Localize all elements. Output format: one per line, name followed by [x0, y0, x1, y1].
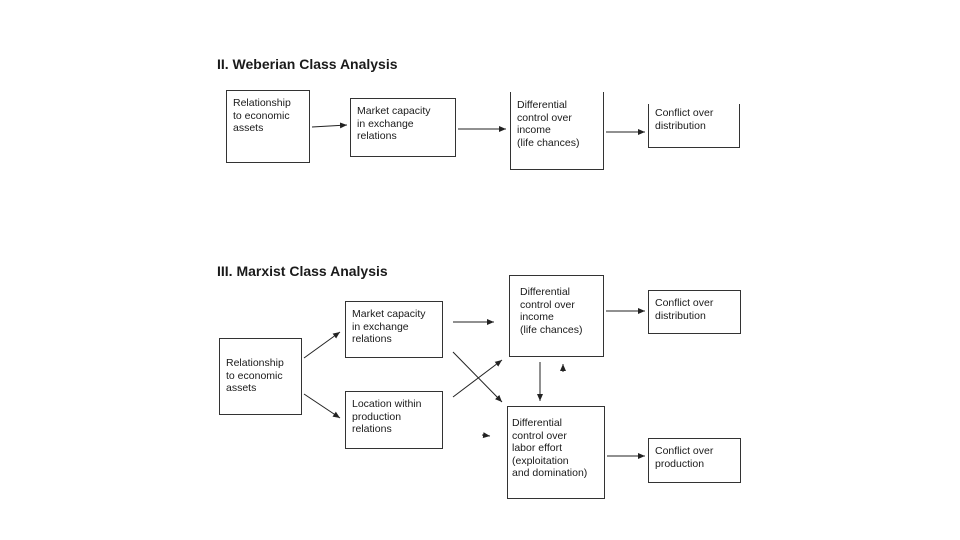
box-text-line: assets — [233, 122, 264, 134]
box-text-line: production — [655, 457, 705, 470]
marxist-conflict-production-box: Conflict over production — [648, 438, 741, 483]
box-text-line: and domination) — [512, 467, 588, 479]
box-text-line: control over — [517, 111, 572, 124]
marxist-market-capacity-box: Market capacity in exchange relations — [345, 301, 443, 358]
box-text-line: Conflict over — [655, 445, 714, 457]
box-text-line: Differential — [520, 286, 570, 298]
arrow-location-to-labor — [481, 432, 491, 439]
box-text-line: to economic — [226, 369, 283, 382]
weberian-market-capacity-box: Market capacity in exchange relations — [350, 98, 456, 157]
box-text-line: Market capacity — [357, 105, 431, 117]
arrow-relationship-to-market — [311, 122, 348, 129]
arrow-market-to-labor — [452, 351, 503, 403]
box-text-line: production — [352, 410, 402, 423]
box-text-line: relations — [352, 423, 392, 435]
box-text-line: to economic — [233, 109, 290, 122]
marxist-labor-effort-box: Differential control over labor effort (… — [507, 406, 605, 499]
marxist-location-box: Location within production relations — [345, 391, 443, 449]
box-text-line: income — [517, 124, 551, 136]
arrow-relationship-to-location — [303, 393, 341, 419]
weberian-income-box: Differential control over income (life c… — [510, 92, 604, 170]
box-text-line: distribution — [655, 119, 706, 132]
marxist-section-title: III. Marxist Class Analysis — [217, 263, 388, 279]
box-text-line: control over — [512, 429, 567, 442]
box-text-line: relations — [352, 333, 392, 345]
arrow-relationship-to-market — [303, 331, 341, 359]
arrow-location-to-income — [452, 359, 503, 398]
box-text-line: Market capacity — [352, 308, 426, 320]
weberian-section-title: II. Weberian Class Analysis — [217, 56, 398, 72]
box-text-line: (exploitation — [512, 454, 569, 467]
box-text-line: Differential — [512, 417, 562, 429]
box-text-line: labor effort — [512, 442, 563, 454]
box-text-line: income — [520, 311, 554, 323]
box-text-line: in exchange — [357, 117, 414, 130]
box-text-line: Location within — [352, 398, 422, 410]
box-text-line: relations — [357, 130, 397, 142]
weberian-conflict-box: Conflict over distribution — [648, 104, 740, 148]
box-text-line: Conflict over — [655, 297, 714, 309]
box-text-line: (life chances) — [517, 136, 580, 149]
marxist-relationship-box: Relationship to economic assets — [219, 338, 302, 415]
marxist-conflict-distribution-box: Conflict over distribution — [648, 290, 741, 334]
box-text-line: Relationship — [233, 97, 291, 109]
weberian-relationship-box: Relationship to economic assets — [226, 90, 310, 163]
marxist-income-box: Differential control over income (life c… — [509, 275, 604, 357]
box-text-line: distribution — [655, 309, 706, 322]
box-text-line: in exchange — [352, 320, 409, 333]
box-text-line: Conflict over — [655, 107, 714, 119]
box-text-line: (life chances) — [520, 323, 583, 336]
box-text-line: Differential — [517, 99, 567, 111]
box-text-line: assets — [226, 382, 257, 394]
box-text-line: control over — [520, 298, 575, 311]
box-text-line: Relationship — [226, 357, 284, 369]
